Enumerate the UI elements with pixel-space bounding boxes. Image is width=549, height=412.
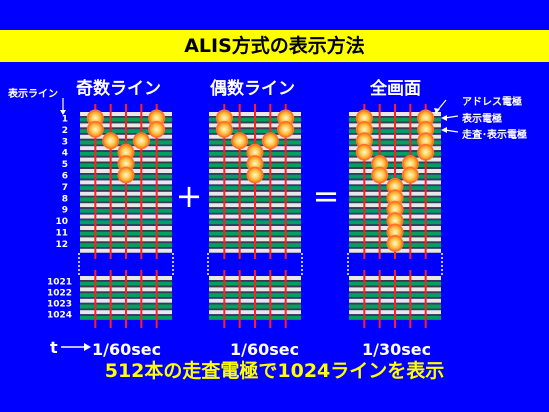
emission-glow <box>117 166 135 184</box>
row-number: 1023 <box>47 300 72 310</box>
row-number: 3 <box>62 137 68 147</box>
legend-leader-head <box>434 108 440 114</box>
diagram-title: ALIS方式の表示方法 <box>184 35 365 57</box>
row-number: 10 <box>55 217 68 227</box>
emission-glow <box>277 120 295 138</box>
emission-glow <box>148 120 166 138</box>
emission-glow <box>86 120 104 138</box>
legend-display-electrode: 表示電極 <box>462 114 502 125</box>
legend-leader-display <box>444 115 459 119</box>
legend-leader-scan <box>444 129 459 133</box>
row-number: 1022 <box>47 289 72 299</box>
time-axis-arrowhead <box>84 343 91 351</box>
emission-glow <box>215 120 233 138</box>
emission-glow <box>231 132 249 150</box>
legend-address-electrode: アドレス電極 <box>462 97 522 108</box>
panel-label-full: 全画面 <box>370 79 421 99</box>
row-number: 5 <box>62 160 68 170</box>
row-number: 1021 <box>47 278 72 288</box>
legend-scan-display-electrode: 走査･表示電極 <box>462 130 527 141</box>
row-number: 6 <box>62 172 68 182</box>
row-number: 1 <box>62 115 68 125</box>
emission-glow <box>417 143 435 161</box>
row-axis-header: 表示ライン <box>8 89 58 100</box>
title-bar <box>0 30 549 62</box>
panel-time-odd: 1/60sec <box>92 340 162 359</box>
panel-time-full: 1/30sec <box>362 340 432 359</box>
emission-glow <box>371 166 389 184</box>
row-number: 12 <box>55 240 68 250</box>
emission-glow <box>246 166 264 184</box>
row-number: 9 <box>62 206 68 216</box>
row-number: 7 <box>62 183 68 193</box>
panel-label-even: 偶数ライン <box>210 79 295 99</box>
plus-operator: + <box>176 177 203 215</box>
emission-glow <box>355 143 373 161</box>
emission-glow <box>132 132 150 150</box>
row-axis-arrowhead <box>60 110 66 115</box>
emission-glow <box>386 234 404 252</box>
emission-glow <box>102 132 120 150</box>
footer-caption: 512本の走査電極で1024ラインを表示 <box>104 360 445 382</box>
legend-leader-head <box>441 115 447 121</box>
row-number: 8 <box>62 194 68 204</box>
row-number: 2 <box>62 126 68 136</box>
row-number: 11 <box>55 229 68 239</box>
time-axis-label: t <box>50 338 58 357</box>
equals-operator: = <box>313 177 340 215</box>
row-number: 1024 <box>47 311 72 321</box>
legend-leader-head <box>441 127 447 133</box>
panel-label-odd: 奇数ライン <box>76 79 161 99</box>
panel-time-even: 1/60sec <box>230 340 300 359</box>
emission-glow <box>261 132 279 150</box>
row-number: 4 <box>62 149 68 159</box>
emission-glow <box>401 166 419 184</box>
